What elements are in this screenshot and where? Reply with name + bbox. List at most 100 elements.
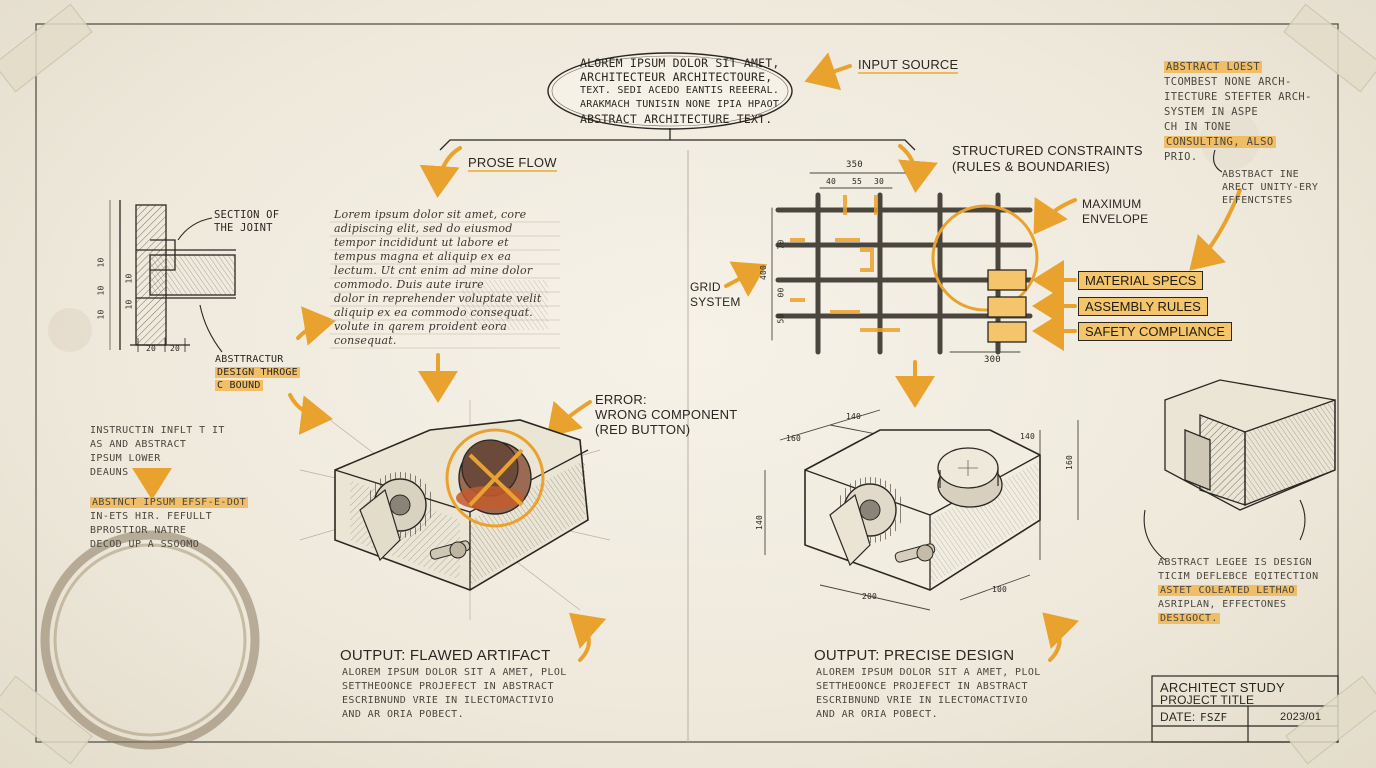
joint-dim-5: 10 [124,299,134,310]
abstract-note2-line-3: EFFENCTSTES [1222,195,1293,206]
grid-dim-sub-1: 40 [826,177,837,186]
detail-note-line-5: DESIGOCT. [1158,612,1319,626]
detail-sketch [1164,379,1336,511]
grid-system-label: GRID SYSTEM [690,280,741,310]
spec-box-1 [987,269,1027,291]
joint-abstract-line-1: ABSTTRACTUR [215,354,284,365]
instr1-line-4: DEAUNS [90,467,129,478]
assembly-rules-label: ASSEMBLY RULES [1078,297,1208,316]
grid-dim-bottom: 300 [984,355,1001,365]
year-value: 2023/01 [1280,711,1322,723]
precise-caption: ALOREM IPSUM DOLOR SIT A AMET, PLOL SETT… [816,666,1041,722]
precise-dim-6: 200 [862,592,878,601]
flawed-output-title: OUTPUT: FLAWED ARTIFACT [340,647,551,664]
detail-note-line-2: TICIM DEFLEBCE EQITECTION [1158,571,1319,582]
precise-dim-3: 140 [1020,432,1036,441]
precise-dim-2: 140 [846,412,862,421]
error-line-2: WRONG COMPONENT [595,407,738,422]
prose-flow-text: Lorem ipsum dolor sit amet, core adipisc… [334,208,542,348]
instr2-line-3: BPROSTIOR NATRE [90,525,187,536]
joint-abstract-line-2: DESIGN THROGE [215,366,300,379]
sheet-border [35,23,1339,743]
abstract-note-line-2: TCOMBEST NONE ARCH- [1164,76,1292,88]
grid-dim-top: 350 [846,160,863,170]
input-line-1: ALOREM IPSUM DOLOR SIT AMET, [580,56,780,70]
prose-scribble-overlay [462,280,548,330]
flawed-caption-line-1: ALOREM IPSUM DOLOR SIT A AMET, PLOL [342,667,567,678]
joint-dim-6: 20 [146,344,157,353]
grid-dim-sub-2: 55 [852,177,863,186]
grid-orange-marks [790,195,900,332]
joint-dim-1: 10 [96,257,106,268]
joint-abstract-note: ABSTTRACTUR DESIGN THROGE C BOUND [215,353,300,392]
material-specs-label: MATERIAL SPECS [1078,271,1204,290]
max-envelope-label: MAXIMUM ENVELOPE [1082,197,1148,227]
flawed-caption: ALOREM IPSUM DOLOR SIT A AMET, PLOL SETT… [342,666,567,722]
abstract-note2-line-2: ARECT UNITY-ERY [1222,182,1319,193]
precise-dim-5: 140 [755,514,765,531]
prose-line-3: tempor incididunt ut labore et [334,236,509,249]
abstract-note2-line-1: ABSTBACT INE [1222,169,1300,180]
precise-dim-1: 160 [786,434,802,443]
flawed-artifact-drawing [299,400,611,620]
joint-abstract-line-3: C BOUND [215,379,300,392]
coffee-stain [40,110,1260,750]
spec-box-3 [987,321,1027,343]
joint-dim-4: 10 [124,273,134,284]
section-joint-line-1: SECTION OF [214,209,280,221]
grid-dim-sub-3: 30 [874,177,885,186]
instr1-line-2: AS AND ABSTRACT [90,439,187,450]
precise-caption-line-1: ALOREM IPSUM DOLOR SIT A AMET, PLOL [816,667,1041,678]
detail-note-line-1: ABSTRACT LEGEE IS DESIGN [1158,557,1313,568]
instr1-line-3: IPSUM LOWER [90,453,161,464]
input-line-2: ARCHITECTEUR ARCHITECTOURE, [580,70,773,84]
flawed-caption-line-3: ESCRIBNUND VRIE IN ILECTOMACTIVIO [342,695,554,706]
instructions-block-1: INSTRUCTIN INFLT T IT AS AND ABSTRACT IP… [90,424,225,480]
precise-dim-4: 160 [1065,454,1075,471]
joint-dim-7: 20 [170,344,181,353]
abstract-note-line-5: CH IN TONE [1164,121,1232,133]
error-circle [445,428,545,528]
error-line-3: (RED BUTTON) [595,422,691,437]
abstract-note-line-6-text: CONSULTING, ALSO [1164,136,1276,148]
input-line-3: TEXT. SEDI ACEDO EANTIS REEERAL. [580,85,780,96]
date-value: FSZF [1200,711,1228,724]
section-joint-line-2: THE JOINT [214,222,273,234]
grid-system-line-1: GRID [690,280,721,294]
abstract-note-line-3: ITECTURE STEFTER ARCH- [1164,91,1312,103]
max-envelope-line-2: ENVELOPE [1082,212,1149,226]
detail-note: ABSTRACT LEGEE IS DESIGN TICIM DEFLEBCE … [1158,556,1319,626]
prose-flow-label: PROSE FLOW [468,155,557,172]
flawed-caption-line-2: SETTHEOONCE PROJEFECT IN ABSTRACT [342,681,554,692]
title-block-line-1: ARCHITECT STUDY [1160,680,1285,695]
prose-line-1: Lorem ipsum dolor sit amet, core [334,208,527,221]
instr2-line-1-text: ABSTNCT IPSUM EFSF-E-DOT [90,497,249,508]
detail-note-line-3: ASTET COLEATED LETHAO [1158,584,1319,598]
spec-box-2 [987,296,1027,318]
section-joint-drawing [109,200,236,352]
prose-line-2: adipiscing elit, sed do eiusmod [334,222,513,235]
abstract-note-line-4: SYSTEM IN ASPE [1164,106,1259,118]
precise-output-title: OUTPUT: PRECISE DESIGN [814,647,1015,664]
grid-dim-left-2: 70 [776,239,786,250]
prose-line-6: commodo. Duis aute irure [334,278,484,291]
date-label: DATE: [1160,710,1196,724]
abstract-note-line-6: CONSULTING, ALSO [1164,135,1312,150]
prose-line-4: tempus magna et aliquip ex ea [334,250,512,263]
detail-note-line-5-text: DESIGOCT. [1158,613,1220,624]
safety-compliance-label: SAFETY COMPLIANCE [1078,322,1232,341]
section-joint-label: SECTION OF THE JOINT [214,209,279,235]
max-envelope-circle [931,204,1039,312]
precise-caption-line-2: SETTHEOONCE PROJEFECT IN ABSTRACT [816,681,1028,692]
joint-dim-2: 10 [96,285,106,296]
prose-line-9: volute in qarem proident eora [334,320,508,333]
input-source-text: ALOREM IPSUM DOLOR SIT AMET, ARCHITECTEU… [580,56,779,126]
abstract-note-line-1: ABSTRACT LOEST [1164,60,1312,75]
error-label: ERROR: WRONG COMPONENT (RED BUTTON) [595,392,737,437]
grid-dim-left-4: 50 [776,313,786,324]
orange-arrows [132,52,1242,662]
constraints-line-2: (RULES & BOUNDARIES) [952,159,1110,174]
grid-system-line-2: SYSTEM [690,295,741,309]
